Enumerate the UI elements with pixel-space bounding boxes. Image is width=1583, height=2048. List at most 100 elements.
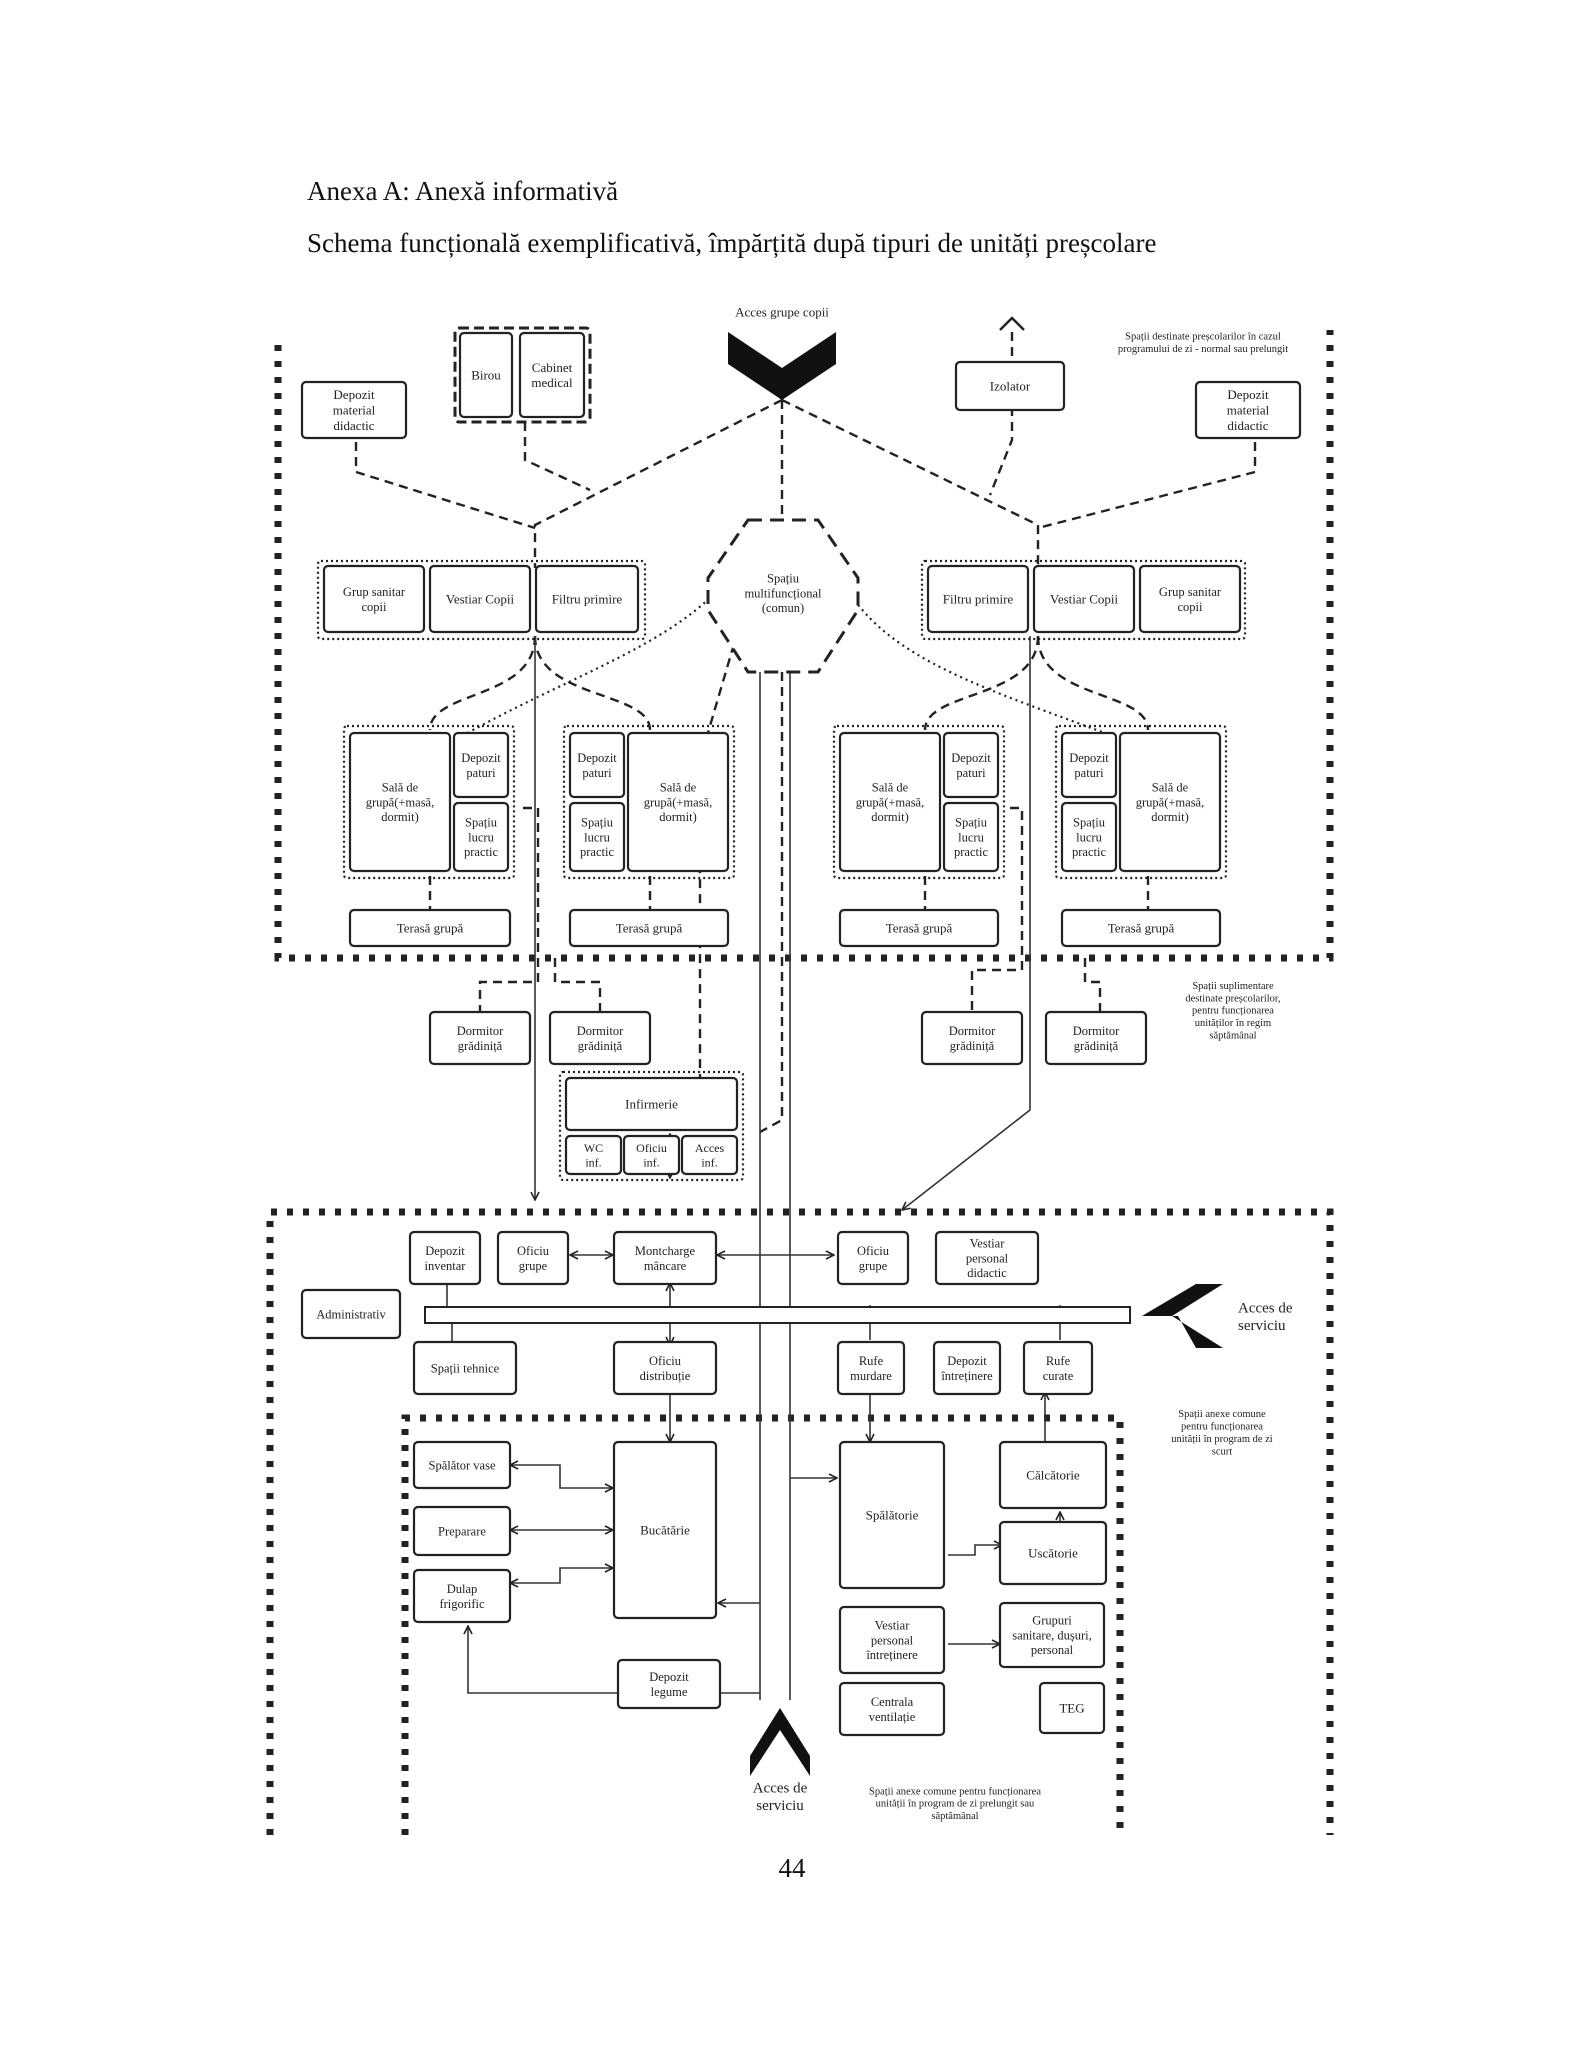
svg-text:Spații anexe comune pentru fun: Spații anexe comune pentru funcționareau… xyxy=(869,1786,1041,1822)
access-arrows xyxy=(728,316,1223,1776)
svg-text:Terasă grupă: Terasă grupă xyxy=(397,921,464,936)
svg-text:Bucătărie: Bucătărie xyxy=(640,1523,690,1538)
calcatorie-box: Călcătorie xyxy=(998,1440,1108,1510)
spalator-vase-box: Spălător vase xyxy=(412,1440,512,1490)
service-corridor xyxy=(424,1306,1131,1324)
svg-text:Spălătorie: Spălătorie xyxy=(866,1508,919,1523)
annex-subtitle: Schema funcțională exemplificativă, împă… xyxy=(307,228,1157,258)
spatii-tehnice-box: Spații tehnice xyxy=(412,1340,518,1396)
svg-text:Filtru primire: Filtru primire xyxy=(552,592,623,607)
service-access-arrow-right xyxy=(1142,1284,1223,1348)
children-access-arrow xyxy=(728,332,836,400)
spalatorie-box: Spălătorie xyxy=(838,1440,946,1590)
svg-text:Acces grupe copii: Acces grupe copii xyxy=(735,305,829,320)
svg-text:Vestiar Copii: Vestiar Copii xyxy=(1050,592,1119,607)
administrativ-box: Administrativ xyxy=(300,1288,402,1340)
svg-text:Infirmerie: Infirmerie xyxy=(625,1097,678,1112)
page-number: 44 xyxy=(778,1853,806,1883)
svg-text:Terasă grupă: Terasă grupă xyxy=(886,921,953,936)
terasa-grupa-1-box: Terasă grupă xyxy=(348,908,512,948)
svg-text:Izolator: Izolator xyxy=(990,379,1031,394)
svg-text:Spații tehnice: Spații tehnice xyxy=(431,1361,500,1375)
box-group-frames xyxy=(316,326,1247,1182)
birou-box: Birou xyxy=(458,331,514,419)
svg-text:Spații destinate preșcolarilor: Spații destinate preșcolarilor în cazulp… xyxy=(1118,331,1288,354)
multifunctional-space-shape xyxy=(706,518,860,674)
svg-text:Terasă grupă: Terasă grupă xyxy=(616,921,683,936)
terasa-grupa-4-box: Terasă grupă xyxy=(1060,908,1222,948)
service-access-arrow-bottom xyxy=(750,1708,810,1776)
svg-text:Uscătorie: Uscătorie xyxy=(1028,1546,1078,1561)
solid-connectors xyxy=(446,636,1060,1700)
teg-box: TEG xyxy=(1038,1681,1106,1735)
isolator-exit-arrow xyxy=(999,316,1025,331)
terasa-grupa-3-box: Terasă grupă xyxy=(838,908,1000,948)
children-access-label: Acces grupe copii xyxy=(735,305,829,320)
preparare-box: Preparare xyxy=(412,1505,512,1557)
svg-text:Birou: Birou xyxy=(471,368,501,383)
izolator-box: Izolator xyxy=(954,360,1066,412)
